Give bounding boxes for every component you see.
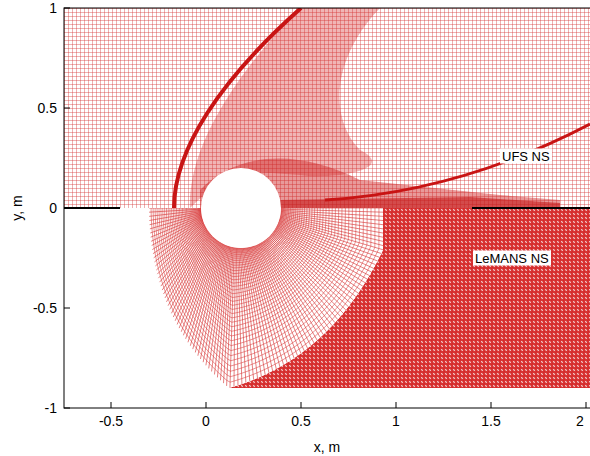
axis-ticks [64, 8, 586, 408]
divider-line [472, 207, 590, 209]
grid-line [240, 248, 250, 381]
wake-refinement [280, 197, 560, 208]
axis-title: x, m [314, 440, 340, 454]
tick-label: 1 [49, 1, 57, 15]
tick-label: 1.5 [481, 414, 500, 428]
tick-label: -0.5 [33, 301, 57, 315]
region-label: UFS NS [500, 149, 552, 164]
axis-title: y, m [10, 195, 24, 220]
cartesian-grid [64, 8, 590, 208]
tick-label: 0 [49, 201, 57, 215]
region-label: LeMANS NS [473, 251, 551, 266]
tick-label: 0.5 [38, 101, 57, 115]
tick-label: 1 [392, 414, 400, 428]
plot-frame [64, 8, 590, 408]
tick-label: 2 [576, 414, 584, 428]
cylinder [201, 168, 281, 248]
upper-mesh [64, 8, 590, 208]
tick-label: -0.5 [99, 414, 123, 428]
divider-line [64, 207, 120, 209]
tick-label: 0.5 [291, 414, 310, 428]
wake-shock [325, 124, 590, 200]
tick-label: 0 [202, 414, 210, 428]
tick-label: -1 [45, 401, 57, 415]
